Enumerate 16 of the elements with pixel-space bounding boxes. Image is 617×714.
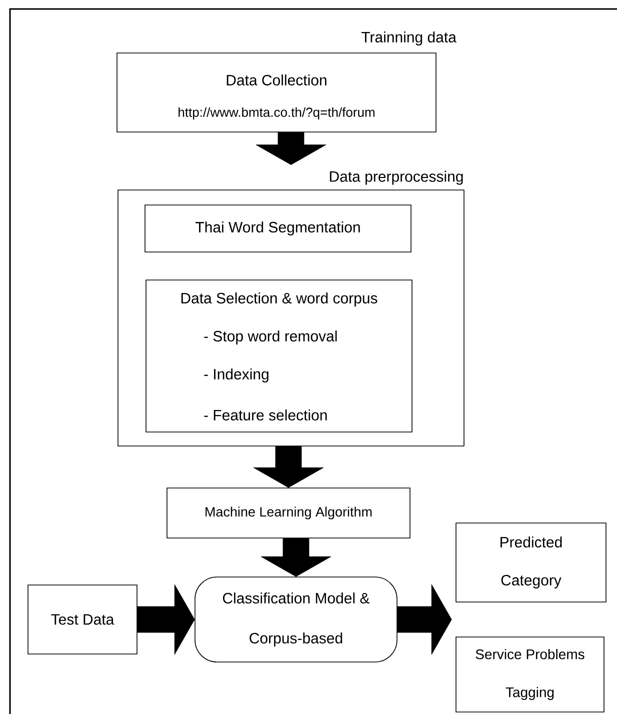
heading: Trainning data	[361, 31, 456, 46]
block-arrow	[253, 446, 324, 488]
block-arrow	[260, 538, 332, 577]
process-box: Thai Word Segmentation	[144, 204, 412, 252]
process-box: Data Collection http://www.bmta.co.th/?q=th/forum	[116, 52, 436, 132]
process-box: Machine Learning Algorithm	[166, 488, 410, 538]
model-box: Classification Model & Corpus-based	[194, 576, 398, 662]
heading: Data prerprocessing	[330, 170, 463, 185]
process-box: Service Problems Tagging	[456, 636, 604, 712]
block-arrow	[397, 584, 452, 655]
process-box: Test Data	[28, 584, 138, 654]
process-box: Predicted Category	[456, 522, 606, 602]
process-box: Data Selection & word corpus - Stop word removal - Indexing - Feature selection	[146, 280, 412, 432]
block-arrow	[256, 132, 326, 165]
block-arrow	[137, 584, 195, 655]
group-box	[118, 190, 464, 446]
